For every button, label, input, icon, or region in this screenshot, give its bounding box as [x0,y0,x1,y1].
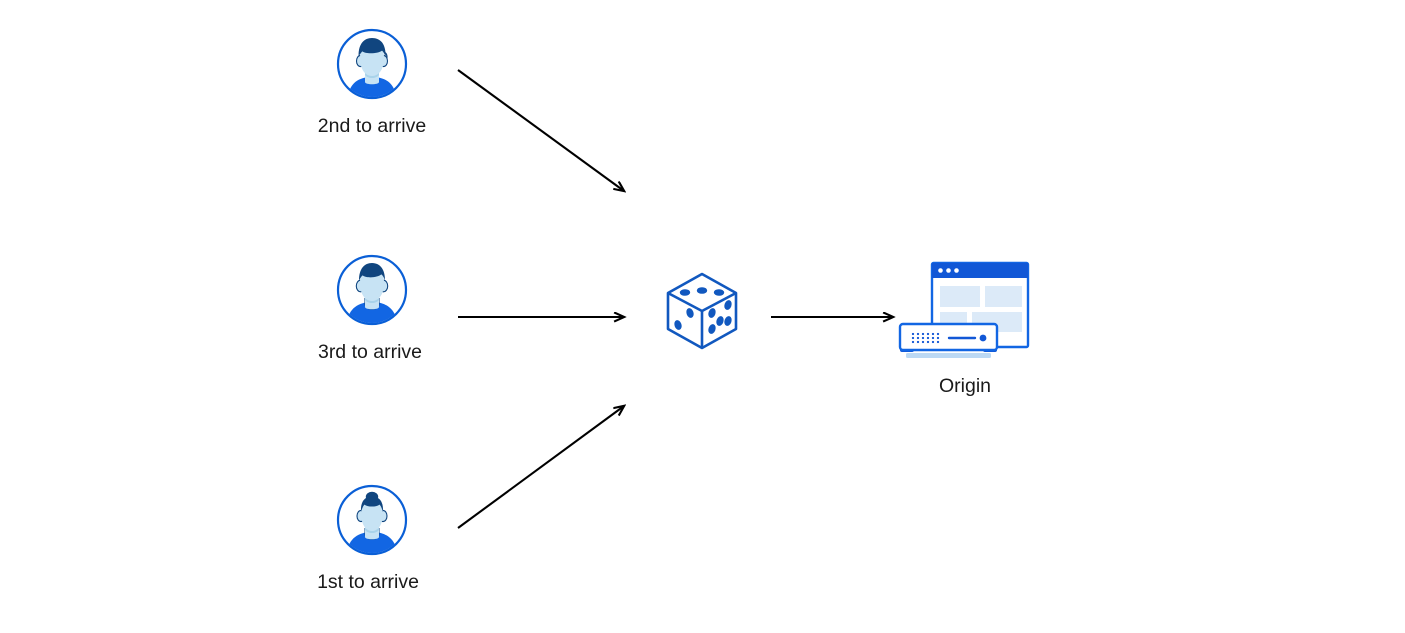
node-client-2nd[interactable]: 2nd to arrive [318,28,426,137]
node-label-origin: Origin [938,375,992,397]
dice-icon [666,272,738,350]
node-origin[interactable]: Origin [895,258,1035,397]
node-label-client-1st: 1st to arrive [317,571,419,593]
user-avatar-icon [336,28,408,100]
user-avatar-icon [336,254,408,326]
arrow-client-1st-to-balancer [457,406,624,529]
node-label-client-3rd: 3rd to arrive [317,341,423,363]
node-client-1st[interactable]: 1st to arrive [317,484,419,593]
node-label-client-2nd: 2nd to arrive [317,115,427,137]
user-avatar-icon [336,484,408,556]
node-client-3rd[interactable]: 3rd to arrive [318,254,422,363]
origin-server-icon [898,261,1030,358]
node-balancer[interactable] [664,271,740,356]
rack-server-icon [898,322,999,358]
